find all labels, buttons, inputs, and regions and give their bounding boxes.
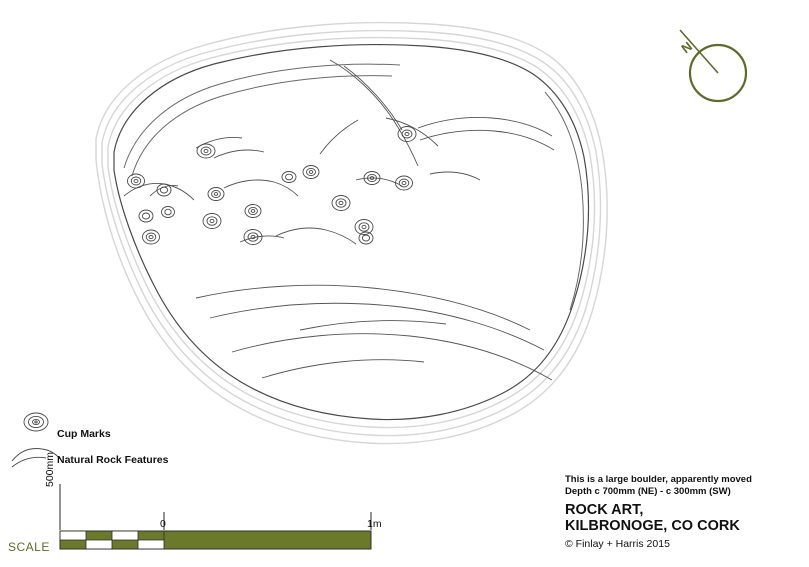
cup-marks-group bbox=[127, 126, 417, 245]
cup-mark bbox=[142, 229, 160, 245]
legend-icons bbox=[11, 412, 61, 468]
caption-note-line-2: Depth c 700mm (NE) - c 300mm (SW) bbox=[565, 485, 731, 497]
cup-mark bbox=[397, 126, 417, 142]
compass-icon bbox=[679, 29, 748, 103]
natural-rock-line-icon bbox=[11, 448, 61, 468]
scale-label-1m: 1m bbox=[367, 518, 382, 530]
compass-needle bbox=[679, 29, 719, 74]
boulder-main-outline bbox=[113, 44, 590, 421]
cup-mark bbox=[244, 204, 262, 218]
cup-mark bbox=[363, 171, 381, 185]
cup-mark bbox=[243, 229, 263, 245]
cup-mark bbox=[202, 213, 222, 229]
scale-bar bbox=[59, 484, 372, 550]
legend-label-natural-features: Natural Rock Features bbox=[57, 454, 169, 466]
natural-rock-features bbox=[123, 59, 555, 381]
scale-word-label: SCALE bbox=[8, 540, 50, 554]
caption-block: This is a large boulder, apparently move… bbox=[565, 474, 809, 551]
cup-mark bbox=[196, 143, 216, 159]
cup-mark bbox=[331, 195, 351, 211]
cup-mark bbox=[302, 165, 320, 179]
scale-label-0: 0 bbox=[160, 518, 166, 530]
cup-mark bbox=[281, 171, 297, 183]
cup-mark bbox=[207, 187, 225, 201]
cup-mark bbox=[138, 209, 154, 223]
cup-mark bbox=[358, 231, 374, 245]
caption-note-line-1: This is a large boulder, apparently move… bbox=[565, 474, 752, 485]
scale-label-500mm: 500mm bbox=[44, 451, 56, 487]
caption-title-line-1: ROCK ART, bbox=[565, 502, 644, 518]
caption-credit: © Finlay + Harris 2015 bbox=[565, 538, 670, 550]
legend-label-cup-marks: Cup Marks bbox=[57, 428, 111, 440]
cup-mark bbox=[354, 219, 374, 235]
boulder-shadow-outline bbox=[95, 21, 608, 445]
cup-mark bbox=[161, 206, 175, 218]
caption-title-line-2: KILBRONOGE, CO CORK bbox=[565, 518, 740, 534]
compass-circle bbox=[688, 43, 748, 103]
cup-mark bbox=[127, 173, 145, 189]
compass-rose: N bbox=[660, 18, 770, 118]
cup-mark bbox=[156, 183, 172, 197]
cup-mark bbox=[395, 175, 413, 191]
cup-mark-spiral-icon bbox=[23, 412, 49, 432]
